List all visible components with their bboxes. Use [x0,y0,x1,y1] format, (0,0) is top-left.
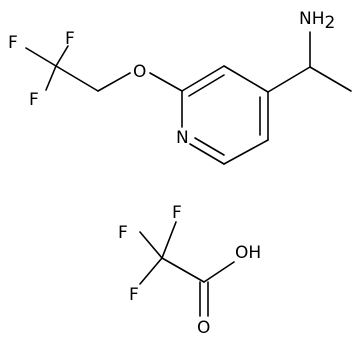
bond-c-oh [203,261,235,283]
tfa-fluorine-3: F [129,285,139,305]
bond-ch2-cf3 [55,65,99,92]
tfa-fluorine-2: F [118,223,128,243]
tfa-fluorine-1: F [172,203,182,223]
bond-cf3-f-left [25,47,57,67]
bonds [25,31,352,317]
bond-cf3-f-bottom [45,65,57,91]
bond-ring-n-c6-inner [194,137,225,156]
bond-cf3-f3 [139,257,163,285]
ether-oxygen-label: O [133,62,146,82]
bond-ring-c6-c5 [223,139,269,165]
bond-ring-c3-c2-inner [188,74,225,97]
bond-cf3-cooh [161,257,205,283]
amine-label: NH2 [299,9,335,33]
carbonyl-oxygen-label: O [197,318,210,338]
bond-ch-ch3 [309,66,352,92]
bond-ring-c4-c3 [223,65,269,93]
bond-ring-n-c6 [189,143,225,165]
bond-c2-o [149,72,183,92]
bond-ring-c3-c2 [181,65,225,92]
top-cf3-fluorine-3: F [29,90,39,110]
top-cf3-fluorine-2: F [8,33,18,53]
atom-labels: NH2 O N F F F F F F O OH [8,9,335,338]
bond-cf3-f1 [161,221,177,259]
bond-c4-ch [267,66,311,93]
top-cf3-fluorine-1: F [65,29,75,49]
hydroxyl-label: OH [235,243,261,263]
ring-nitrogen-label: N [176,128,189,148]
bond-cf3-f-top [55,45,69,67]
bond-cf3-f2 [139,231,163,259]
bond-o-ch2 [97,72,131,92]
